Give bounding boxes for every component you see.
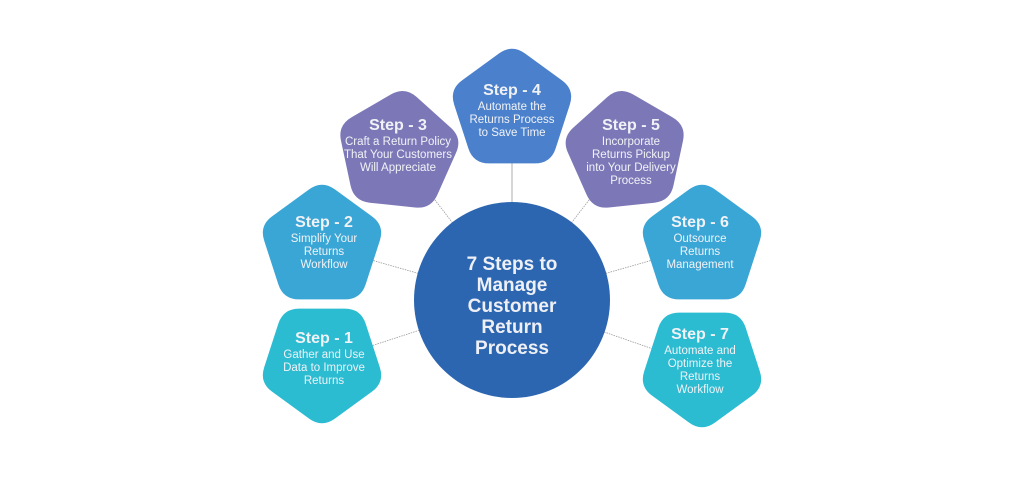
step-6-desc-line: Returns [679,246,721,258]
step-7-label: Step - 7 Automate and Optimize the Retur… [638,326,762,397]
center-title: 7 Steps to Manage Customer Return Proces… [432,254,592,359]
step-7-pentagon [642,312,762,428]
step-6-label: Step - 6 Outsource Returns Management [638,214,762,272]
step-7-desc-line: Returns [679,371,721,383]
step-1-pentagon [262,308,382,424]
step-2-pentagon [262,184,382,300]
step-4-desc-line: Returns Process [469,114,555,126]
step-6-desc-line: Outsource [673,233,727,245]
center-title-line: Return [481,317,543,338]
step-2-label: Step - 2 Simplify Your Returns Workflow [262,214,386,272]
center-title-line: Customer [467,296,557,317]
center-circle [414,202,610,398]
step-3-desc-line: That Your Customers [343,149,453,161]
step-4-desc-line: Automate the [477,101,547,113]
step-1-desc-line: Returns [303,375,345,387]
step-1-title: Step - 1 [295,330,353,347]
step-5-pentagon [565,90,684,208]
step-3-label: Step - 3 Craft a Return Policy That Your… [334,117,462,175]
center-title-line: Manage [476,275,548,296]
step-1-desc-line: Gather and Use [283,349,365,361]
step-4-label: Step - 4 Automate the Returns Process to… [450,82,574,140]
step-1-desc-line: Data to Improve [283,362,365,374]
step-4-title: Step - 4 [483,82,541,99]
step-5-label: Step - 5 Incorporate Returns Pickup into… [567,117,695,188]
step-7-desc-line: Workflow [676,384,724,396]
step-7-desc-line: Automate and [664,345,736,357]
step-7-desc-line: Optimize the [667,358,733,370]
step-5-desc-line: Returns Pickup [592,149,670,161]
step-3-pentagon [340,90,459,208]
step-5-desc-line: Incorporate [601,136,661,148]
step-3-desc-line: Will Appreciate [359,162,437,174]
step-7-title: Step - 7 [671,326,729,343]
step-5-title: Step - 5 [602,117,660,134]
step-1-label: Step - 1 Gather and Use Data to Improve … [262,330,386,388]
center-title-line: Process [475,338,549,359]
step-2-title: Step - 2 [295,214,353,231]
step-4-pentagon [452,48,572,164]
step-2-desc-line: Returns [303,246,345,258]
step-6-title: Step - 6 [671,214,729,231]
step-6-desc-line: Management [666,259,734,271]
step-6-pentagon [642,184,762,300]
step-2-desc-line: Simplify Your [290,233,358,245]
center-title-line: 7 Steps to [466,254,558,275]
step-3-title: Step - 3 [369,117,427,134]
step-5-desc-line: Process [610,175,652,187]
step-5-desc-line: into Your Delivery [586,162,676,174]
step-3-desc-line: Craft a Return Policy [344,136,452,148]
step-2-desc-line: Workflow [300,259,348,271]
step-4-desc-line: to Save Time [478,127,546,139]
step-shapes [262,48,762,428]
